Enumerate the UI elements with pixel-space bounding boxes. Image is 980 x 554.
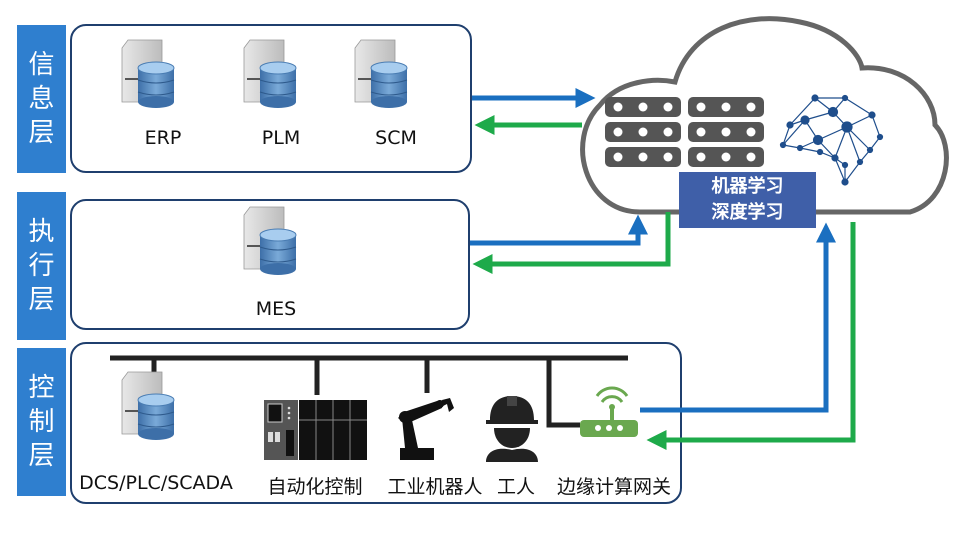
plm-server-icon bbox=[243, 39, 297, 109]
layer-char: 控 bbox=[28, 373, 55, 403]
layer-char: 息 bbox=[28, 84, 55, 114]
dcs-plc-scada-label: DCS/PLC/SCADA bbox=[79, 472, 233, 494]
worker-label: 工人 bbox=[496, 476, 536, 498]
layer-char: 层 bbox=[28, 118, 55, 148]
layer-tab-info: 信 息 层 bbox=[17, 25, 66, 173]
server-rack-icon bbox=[605, 97, 764, 167]
machine-learning-label: 机器学习 bbox=[711, 176, 784, 197]
industrial-robot-label: 工业机器人 bbox=[387, 476, 483, 498]
gateway-uplink-arrow bbox=[640, 222, 836, 413]
gateway-downlink-arrow bbox=[646, 222, 856, 450]
layer-char: 行 bbox=[28, 251, 55, 281]
layer-char: 信 bbox=[28, 50, 55, 80]
plc-controller-icon bbox=[264, 400, 367, 460]
layer-tab-execution: 执 行 层 bbox=[17, 192, 66, 340]
layer-tab-control: 控 制 层 bbox=[17, 348, 66, 496]
neural-network-brain-icon bbox=[779, 94, 884, 186]
plm-label: PLM bbox=[261, 127, 301, 149]
erp-label: ERP bbox=[144, 127, 182, 149]
ml-dl-label: 机器学习 深度学习 bbox=[679, 172, 816, 228]
industrial-robot-icon bbox=[398, 398, 454, 460]
worker-icon bbox=[486, 396, 538, 462]
mes-server-icon bbox=[243, 206, 297, 276]
scm-server-icon bbox=[354, 39, 408, 109]
layer-char: 层 bbox=[28, 285, 55, 315]
scm-label: SCM bbox=[375, 127, 417, 149]
execution-downlink-arrow bbox=[472, 212, 671, 274]
fieldbus-line bbox=[110, 355, 628, 428]
dcs-plc-scada-server-icon bbox=[121, 371, 175, 441]
layer-char: 制 bbox=[28, 407, 55, 437]
edge-gateway-icon bbox=[580, 386, 638, 437]
erp-server-icon bbox=[121, 39, 175, 109]
layer-char: 执 bbox=[28, 217, 55, 247]
automation-control-label: 自动化控制 bbox=[267, 476, 363, 498]
edge-gateway-label: 边缘计算网关 bbox=[556, 476, 672, 498]
execution-uplink-arrow bbox=[470, 214, 648, 246]
layer-char: 层 bbox=[28, 441, 55, 471]
mes-label: MES bbox=[255, 298, 297, 320]
deep-learning-label: 深度学习 bbox=[711, 202, 784, 223]
